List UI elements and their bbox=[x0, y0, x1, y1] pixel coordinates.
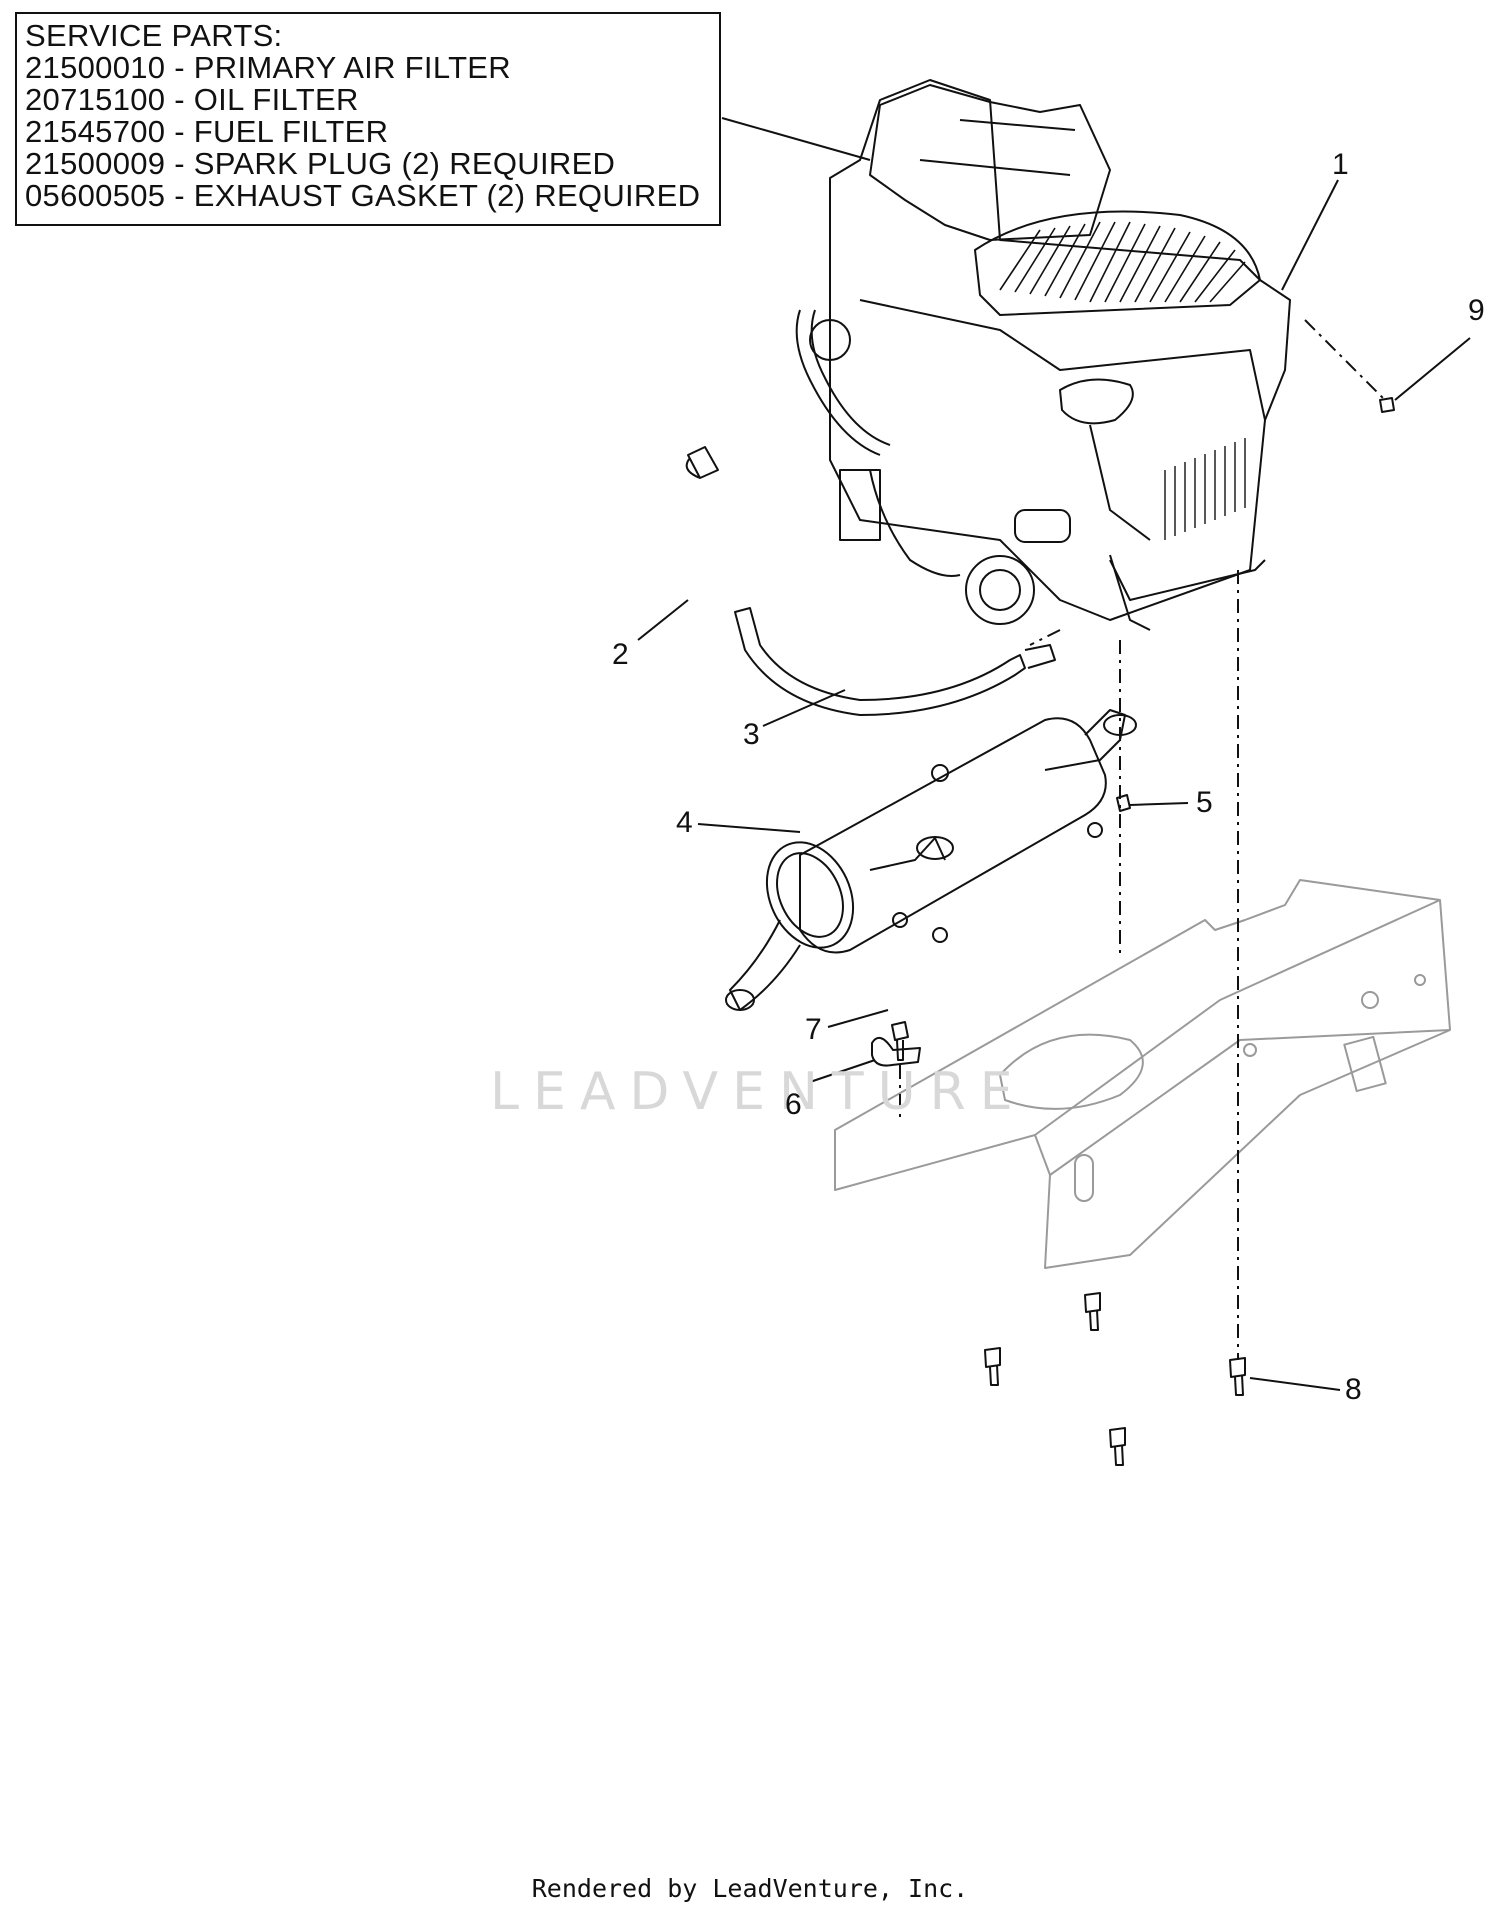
leader-2 bbox=[637, 599, 689, 641]
alignment-line bbox=[1304, 319, 1386, 401]
watermark-text: LEADVENTURE bbox=[490, 1062, 1027, 1122]
small-bolt-part bbox=[1379, 397, 1395, 413]
callout-2: 2 bbox=[612, 638, 629, 671]
nut-part bbox=[1116, 794, 1131, 812]
bolt-part bbox=[891, 1021, 909, 1061]
mounting-bolts bbox=[984, 1292, 1246, 1466]
muffler-part bbox=[725, 709, 1137, 1011]
service-parts-title: SERVICE PARTS: bbox=[25, 18, 283, 53]
callout-3: 3 bbox=[743, 718, 760, 751]
leader-box bbox=[721, 117, 871, 161]
service-parts-box: SERVICE PARTS: 21500010 - PRIMARY AIR FI… bbox=[15, 12, 721, 226]
service-part-line: 21500010 - PRIMARY AIR FILTER bbox=[25, 50, 511, 85]
callout-8: 8 bbox=[1345, 1373, 1362, 1406]
alignment-line bbox=[1029, 629, 1061, 646]
fitting-part bbox=[685, 446, 719, 479]
leader-5 bbox=[1129, 802, 1189, 806]
leader-3 bbox=[762, 689, 846, 727]
service-part-line: 05600505 - EXHAUST GASKET (2) REQUIRED bbox=[25, 178, 701, 213]
leader-8 bbox=[1249, 1377, 1341, 1391]
callout-7: 7 bbox=[805, 1013, 822, 1046]
callout-9: 9 bbox=[1468, 294, 1485, 327]
mounting-frame bbox=[834, 879, 1451, 1269]
callout-4: 4 bbox=[676, 806, 693, 839]
service-part-line: 21545700 - FUEL FILTER bbox=[25, 114, 389, 149]
service-part-line: 21500009 - SPARK PLUG (2) REQUIRED bbox=[25, 146, 616, 181]
service-part-line: 20715100 - OIL FILTER bbox=[25, 82, 359, 117]
leader-9 bbox=[1394, 337, 1471, 401]
leader-4 bbox=[697, 823, 801, 833]
callout-1: 1 bbox=[1332, 148, 1349, 181]
callout-5: 5 bbox=[1196, 786, 1213, 819]
callout-6: 6 bbox=[785, 1088, 802, 1121]
engine-drawing bbox=[795, 79, 1291, 631]
leader-7 bbox=[827, 1009, 889, 1028]
leader-1 bbox=[1281, 179, 1339, 291]
footer-credit: Rendered by LeadVenture, Inc. bbox=[531, 1874, 969, 1903]
leader-6 bbox=[809, 1059, 876, 1083]
drain-hose-part bbox=[734, 607, 1056, 716]
